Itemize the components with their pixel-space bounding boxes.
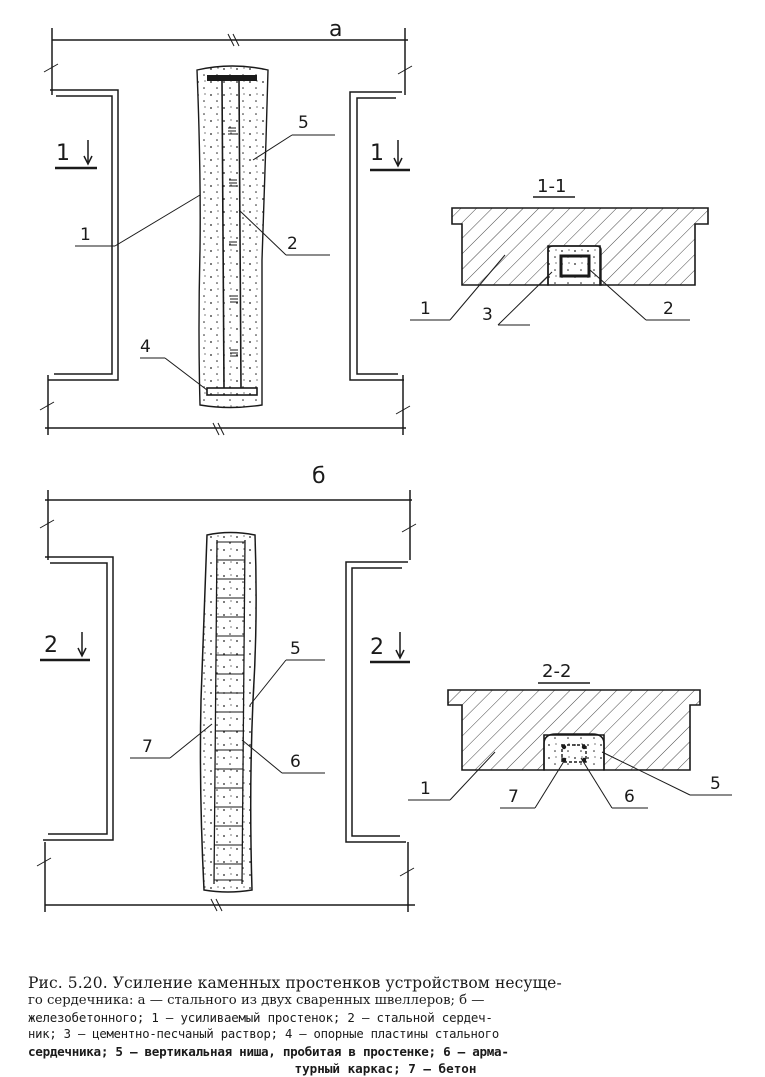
break-marks-bottom bbox=[39, 401, 411, 415]
break-marks bbox=[43, 63, 413, 75]
section-2-concrete bbox=[543, 733, 605, 771]
section-arrow-left-b bbox=[77, 632, 87, 658]
section-mark-right-b-label: 2 bbox=[370, 635, 384, 660]
right-wall-inner-line bbox=[356, 97, 398, 375]
callout-4-leader bbox=[164, 357, 208, 391]
section-1-callout-3: 3 bbox=[482, 305, 493, 325]
section-1-steel-core bbox=[559, 254, 591, 278]
view-b: б 2 2 bbox=[36, 464, 417, 912]
section-1-callout-2-leader bbox=[589, 269, 647, 321]
stirrups bbox=[214, 541, 245, 881]
section-arrow-right-b bbox=[395, 632, 405, 660]
section-1-wall bbox=[451, 207, 709, 286]
section-1-1: 1-1 1 3 2 bbox=[410, 176, 709, 326]
steel-core-niche bbox=[196, 65, 269, 409]
break-mark-bottom-b bbox=[210, 898, 223, 912]
callout-2-leader bbox=[238, 209, 287, 256]
section-mark-right-label: 1 bbox=[370, 141, 384, 166]
caption-line-1: Рис. 5.20. Усиление каменных простенков … bbox=[28, 974, 562, 992]
reinforcement-drawing: а 1 1 1 5 bbox=[36, 17, 732, 912]
callout-1-leader bbox=[114, 194, 201, 247]
section-2-wall bbox=[447, 689, 701, 771]
section-2-callout-5-leader bbox=[601, 751, 691, 796]
section-2-callout-7-leader bbox=[534, 757, 567, 809]
callout-7b-leader bbox=[169, 723, 213, 759]
right-wall-pier-b bbox=[345, 561, 408, 843]
section-2-callout-6: 6 bbox=[624, 787, 635, 807]
figure-caption: Рис. 5.20. Усиление каменных простенков … bbox=[28, 975, 743, 1077]
callout-5-label: 5 bbox=[298, 113, 309, 133]
top-support-plate bbox=[207, 75, 257, 81]
section-2-callout-7: 7 bbox=[508, 787, 519, 807]
view-b-letter: б bbox=[312, 464, 326, 489]
callout-7b-label: 7 bbox=[142, 737, 153, 757]
break-marks-bottom-b bbox=[36, 857, 415, 877]
section-1-callout-1-leader bbox=[449, 254, 506, 321]
section-2-title: 2-2 bbox=[542, 661, 571, 682]
bottom-support-plate bbox=[206, 387, 258, 396]
callout-5b-leader bbox=[249, 659, 287, 706]
callout-6b-leader bbox=[241, 739, 283, 774]
break-mark-bottom bbox=[212, 422, 225, 436]
caption-line-5: сердечника; 5 — вертикальная ниша, проби… bbox=[28, 1044, 509, 1059]
section-1-title: 1-1 bbox=[537, 176, 566, 197]
channel-line-right bbox=[238, 80, 242, 389]
caption-line-6: турный каркас; 7 — бетон bbox=[294, 1061, 477, 1076]
break-mark bbox=[227, 33, 240, 47]
rebar-left bbox=[213, 539, 218, 885]
right-wall-inner-line-b bbox=[351, 567, 402, 837]
callout-6b-label: 6 bbox=[290, 752, 301, 772]
section-mark-left-label: 1 bbox=[56, 141, 70, 166]
view-a: а 1 1 1 5 bbox=[39, 17, 413, 436]
caption-line-2: го сердечника: а — стального из двух сва… bbox=[28, 993, 485, 1008]
section-2-2: 2-2 1 7 6 5 bbox=[408, 661, 732, 809]
break-marks-b bbox=[39, 519, 417, 533]
caption-line-3: железобетонного; 1 — усиливаемый простен… bbox=[28, 1010, 493, 1025]
section-2-callout-5: 5 bbox=[710, 774, 721, 794]
left-wall-inner-line-b bbox=[48, 562, 108, 835]
left-wall-pier-b bbox=[43, 556, 114, 841]
callout-2-label: 2 bbox=[287, 234, 298, 254]
section-arrow-left bbox=[83, 140, 93, 166]
section-1-callout-1: 1 bbox=[420, 299, 431, 319]
channel-line-left bbox=[221, 80, 225, 389]
caption-line-4: ник; 3 — цементно-песчаный раствор; 4 — … bbox=[28, 1027, 500, 1041]
section-2-callout-1: 1 bbox=[420, 779, 431, 799]
section-1-callout-3-leader bbox=[497, 271, 553, 326]
section-mark-left-b-label: 2 bbox=[44, 633, 58, 658]
section-2-rebar-cage bbox=[561, 744, 587, 763]
section-1-callout-2: 2 bbox=[663, 299, 674, 319]
left-wall-pier bbox=[48, 89, 119, 381]
section-2-callout-6-leader bbox=[580, 757, 613, 809]
callout-1-label: 1 bbox=[80, 225, 91, 245]
section-2-callout-1-leader bbox=[449, 751, 496, 801]
section-1-mortar bbox=[547, 245, 602, 286]
callout-5b-label: 5 bbox=[290, 639, 301, 659]
section-arrow-right bbox=[393, 140, 403, 168]
weld-marks bbox=[228, 127, 238, 357]
callout-4-label: 4 bbox=[140, 337, 151, 357]
right-wall-pier bbox=[349, 91, 404, 381]
left-wall-inner-line bbox=[54, 95, 113, 375]
callout-5-leader bbox=[252, 134, 293, 161]
view-a-letter: а bbox=[329, 17, 342, 42]
